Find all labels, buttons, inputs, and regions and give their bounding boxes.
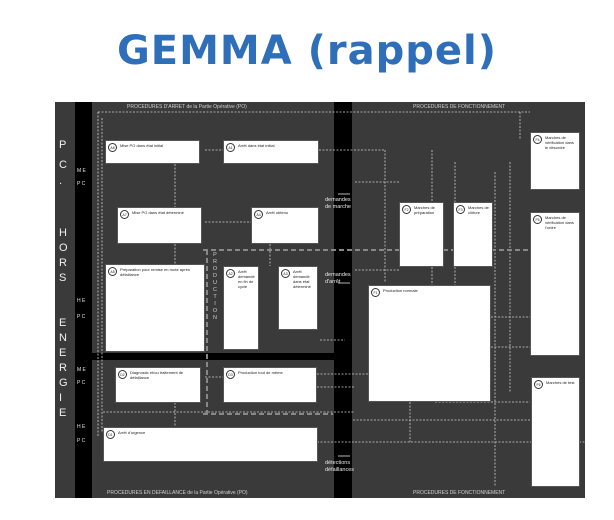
left-letter: . [59, 175, 63, 187]
left-letter: C [59, 159, 67, 171]
label-pc-mid: P C [77, 314, 86, 320]
zone-label-arret: PROCEDURES D'ARRET de la Partie Opérativ… [127, 104, 247, 110]
label-me-top: M E [77, 168, 86, 174]
page-title: GEMMA (rappel) [116, 28, 498, 74]
label-he-bottom: H E [77, 424, 86, 430]
label-pc-bottom: P C [77, 438, 86, 444]
label-demandes-arret-2: d'arrêt [325, 279, 341, 285]
left-letter: O [59, 242, 68, 254]
zone-label-defaillance: PROCEDURES EN DEFAILLANCE de la Partie O… [107, 490, 248, 496]
center-divider-bar [334, 102, 352, 498]
label-detections-1: détections [325, 460, 351, 466]
gemma-diagram: PROCEDURES D'ARRET de la Partie Opérativ… [55, 102, 585, 498]
left-letter: G [59, 377, 68, 389]
production-vertical-label: P R O D U C T I O N [212, 252, 218, 321]
connector-lines [97, 111, 585, 487]
left-letter: N [59, 332, 67, 344]
left-letter: I [59, 392, 63, 404]
left-letter: P [59, 139, 67, 151]
label-demandes-marche-1: demandes [325, 197, 351, 203]
left-letter: R [59, 257, 67, 269]
label-he-mid: H E [77, 298, 86, 304]
zone-label-fonctionnement-top: PROCEDURES DE FONCTIONNEMENT [413, 104, 506, 110]
label-pc-low: P C [77, 380, 86, 386]
left-letter: S [59, 272, 67, 284]
left-letter: E [59, 317, 67, 329]
label-pc-top: P C [77, 181, 86, 187]
zone-label-fonctionnement-bottom: PROCEDURES DE FONCTIONNEMENT [413, 490, 506, 496]
label-detections-2: défaillances [325, 467, 355, 473]
label-me-low: M E [77, 367, 86, 373]
left-letter: R [59, 362, 67, 374]
label-demandes-arret-1: demandes [325, 272, 351, 278]
left-letter: H [59, 227, 67, 239]
horizontal-divider-bar [92, 353, 334, 360]
left-energy-bar [75, 102, 92, 498]
left-letter: E [59, 347, 67, 359]
label-demandes-marche-2: de marche [325, 204, 351, 210]
left-letter: E [59, 407, 67, 419]
